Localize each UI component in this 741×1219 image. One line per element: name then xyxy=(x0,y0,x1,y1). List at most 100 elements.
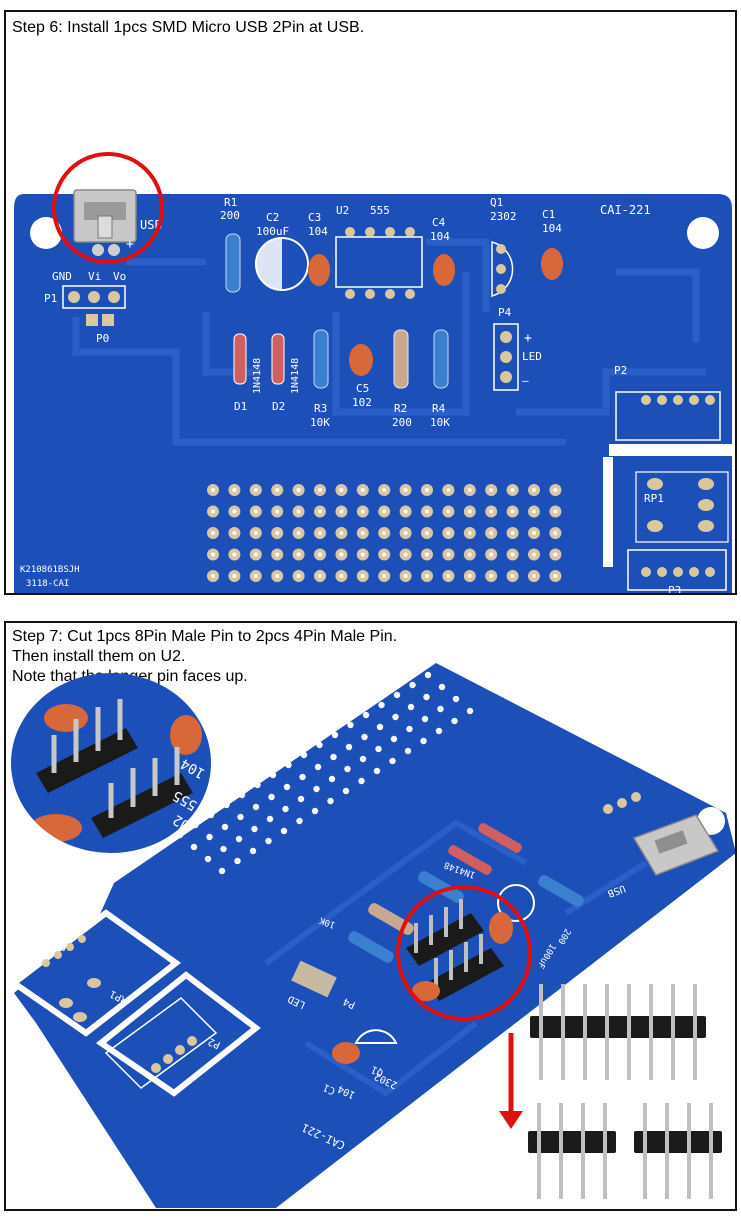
header-pin xyxy=(627,984,631,1080)
proto-pad xyxy=(466,707,474,715)
c1-label: C1 xyxy=(542,208,555,221)
r1-label: R1 xyxy=(224,196,237,209)
step7-board-photo: USB 200 100uF 1N4148 10K LED P4 xyxy=(8,659,735,1208)
r1-value: 200 xyxy=(220,209,240,222)
proto-pad xyxy=(344,765,351,773)
diode-angled xyxy=(448,845,492,875)
proto-pad xyxy=(282,805,289,813)
proto-pad xyxy=(376,723,384,731)
proto-pad xyxy=(420,737,427,745)
proto-pad xyxy=(328,775,336,783)
resistor-r2 xyxy=(393,329,409,389)
proto-pad xyxy=(317,719,325,727)
proto-pad xyxy=(331,731,339,739)
resistor-r4 xyxy=(433,329,449,389)
proto-pad xyxy=(240,769,247,777)
proto-pad xyxy=(192,821,199,829)
led-label: LED xyxy=(522,350,542,363)
header-pin xyxy=(649,984,653,1080)
protoboard-grid xyxy=(207,484,562,582)
proto-pad xyxy=(280,827,288,835)
proto-pad xyxy=(254,781,261,789)
resistor-angled xyxy=(348,931,394,963)
proto-pad xyxy=(342,787,350,795)
header-pin xyxy=(603,1103,607,1199)
proto-pad xyxy=(437,705,444,713)
q1-value: 2302 xyxy=(490,210,517,223)
header-4pin-right xyxy=(634,1103,722,1199)
proto-pad xyxy=(249,847,257,855)
proto-pad xyxy=(251,825,258,833)
installed-header-pins xyxy=(406,899,504,1001)
proto-pad xyxy=(452,695,460,703)
proto-pad xyxy=(375,745,382,753)
p1-label: P1 xyxy=(44,292,57,305)
header-pin xyxy=(687,1103,691,1199)
p2-label: P2 xyxy=(614,364,627,377)
proto-pad xyxy=(238,791,246,799)
proto-pad xyxy=(220,845,227,853)
u2-value: 555 xyxy=(370,204,390,217)
capacitor-c1 xyxy=(541,248,563,280)
proto-pad xyxy=(361,733,368,741)
capacitor-c1-angled xyxy=(332,1042,360,1064)
step6-board-photo: USB + GND Vi Vo P1 P0 R1 200 C2 100uF C3… xyxy=(14,152,732,595)
proto-pad xyxy=(299,773,306,781)
proto-pad xyxy=(359,755,367,763)
header-pin xyxy=(605,984,609,1080)
proto-pad xyxy=(204,855,212,863)
step7-panel: Step 7: Cut 1pcs 8Pin Male Pin to 2pcs 4… xyxy=(4,621,737,1211)
proto-pad xyxy=(393,691,401,699)
proto-pad xyxy=(314,763,322,771)
resistor-r1-angled xyxy=(538,875,584,907)
capacitor-c3 xyxy=(308,254,330,286)
proto-pad xyxy=(311,807,319,815)
proto-pad xyxy=(389,757,396,765)
diode-angled xyxy=(478,823,522,853)
proto-pad xyxy=(378,701,385,709)
d2-label: D2 xyxy=(272,400,285,413)
proto-pad xyxy=(252,803,260,811)
usb-connector xyxy=(73,189,137,256)
resistor-r1 xyxy=(225,233,241,293)
c5-value: 102 xyxy=(352,396,372,409)
proto-pad xyxy=(297,795,305,803)
d1-value: 1N4148 xyxy=(252,358,263,394)
d2-value: 1N4148 xyxy=(290,358,301,394)
proto-pad xyxy=(423,693,430,701)
diode-d1 xyxy=(233,333,247,385)
proto-pad xyxy=(235,835,243,843)
header-pin xyxy=(561,984,565,1080)
p4-minus: — xyxy=(522,374,529,387)
proto-pad xyxy=(358,777,365,785)
header-pin xyxy=(539,984,543,1080)
c1-value: 104 xyxy=(542,222,562,235)
proto-pad xyxy=(392,713,399,721)
p2-footprint xyxy=(615,391,721,441)
p3-label: P3 xyxy=(668,584,681,595)
header-pin xyxy=(693,984,697,1080)
step6-caption: Step 6: Install 1pcs SMD Micro USB 2Pin … xyxy=(12,19,365,36)
copper-traces xyxy=(72,238,706,446)
proto-pad xyxy=(300,751,308,759)
proto-pad xyxy=(190,843,198,851)
proto-pad xyxy=(348,699,356,707)
proto-pad xyxy=(373,767,381,775)
step7-caption-line-2: Then install them on U2. xyxy=(12,648,186,665)
mounting-hole xyxy=(30,217,62,249)
proto-pad xyxy=(209,789,216,797)
proto-pad xyxy=(265,837,272,845)
c1-label-angled: C1 xyxy=(322,1081,338,1096)
p4-plus: + xyxy=(524,331,532,346)
proto-pad xyxy=(362,711,370,719)
c5-label: C5 xyxy=(356,382,369,395)
c3-value: 104 xyxy=(308,225,328,238)
capacitor-c5 xyxy=(349,344,373,376)
proto-pad xyxy=(327,797,334,805)
u2-label: U2 xyxy=(336,204,349,217)
proto-pad xyxy=(435,727,443,735)
closeup-inset: U2 555 104 xyxy=(11,673,211,853)
header-pin xyxy=(559,1103,563,1199)
proto-pad xyxy=(438,683,446,691)
proto-pad xyxy=(424,671,432,679)
